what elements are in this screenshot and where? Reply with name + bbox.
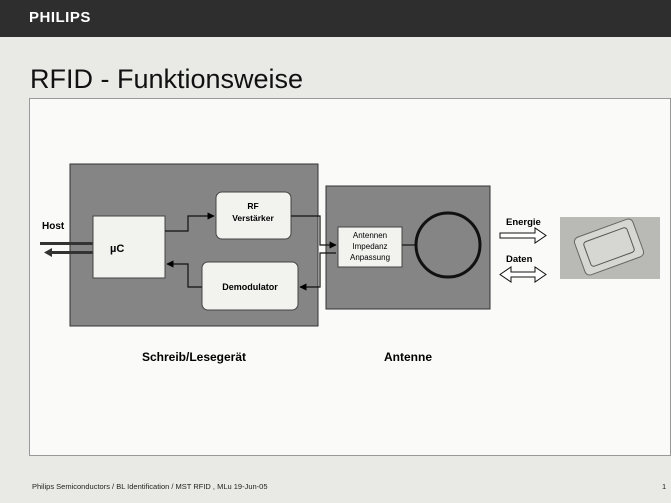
- daten-arrow: [499, 266, 547, 283]
- demodulator-box: [201, 261, 299, 311]
- footer-text: Philips Semiconductors / BL Identificati…: [32, 482, 268, 491]
- rf-label: RF: [247, 201, 258, 211]
- antennen-label: Antennen: [353, 231, 387, 240]
- anpassung-label: Anpassung: [350, 253, 390, 262]
- uc-label: µC: [110, 243, 124, 255]
- daten-label: Daten: [506, 254, 533, 265]
- header-bar: PHILIPS: [0, 0, 671, 37]
- slide-title: RFID - Funktionsweise: [30, 64, 304, 94]
- energie-label: Energie: [506, 217, 541, 228]
- diagram-frame: Host µC RF Verstärker Demodulator Antenn…: [29, 98, 671, 456]
- impedanz-label: Impedanz: [352, 242, 387, 251]
- impedance-box: [337, 226, 403, 268]
- signal-lines: [165, 212, 416, 291]
- verstaerker-label: Verstärker: [232, 213, 274, 223]
- schreib-lesegeraet-label: Schreib/Lesegerät: [142, 350, 246, 364]
- host-label: Host: [42, 221, 65, 232]
- rfid-diagram: Host µC RF Verstärker Demodulator Antenn…: [40, 163, 660, 364]
- transponder-card-image: [560, 217, 660, 279]
- uc-box: [92, 215, 166, 279]
- page-number: 1: [662, 482, 667, 491]
- energie-arrow: [499, 227, 547, 244]
- demodulator-label: Demodulator: [222, 282, 278, 292]
- antenne-label: Antenne: [384, 350, 432, 364]
- philips-logo: PHILIPS: [29, 9, 91, 26]
